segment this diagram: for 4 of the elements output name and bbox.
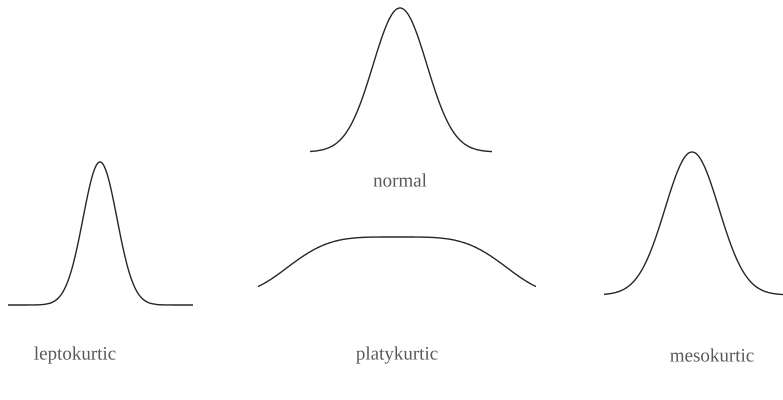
curve-label: platykurtic <box>356 346 438 364</box>
curve-label: normal <box>374 173 427 187</box>
curve-label: mesokurtic <box>670 348 754 362</box>
curve-label: leptokurtic <box>34 346 116 364</box>
